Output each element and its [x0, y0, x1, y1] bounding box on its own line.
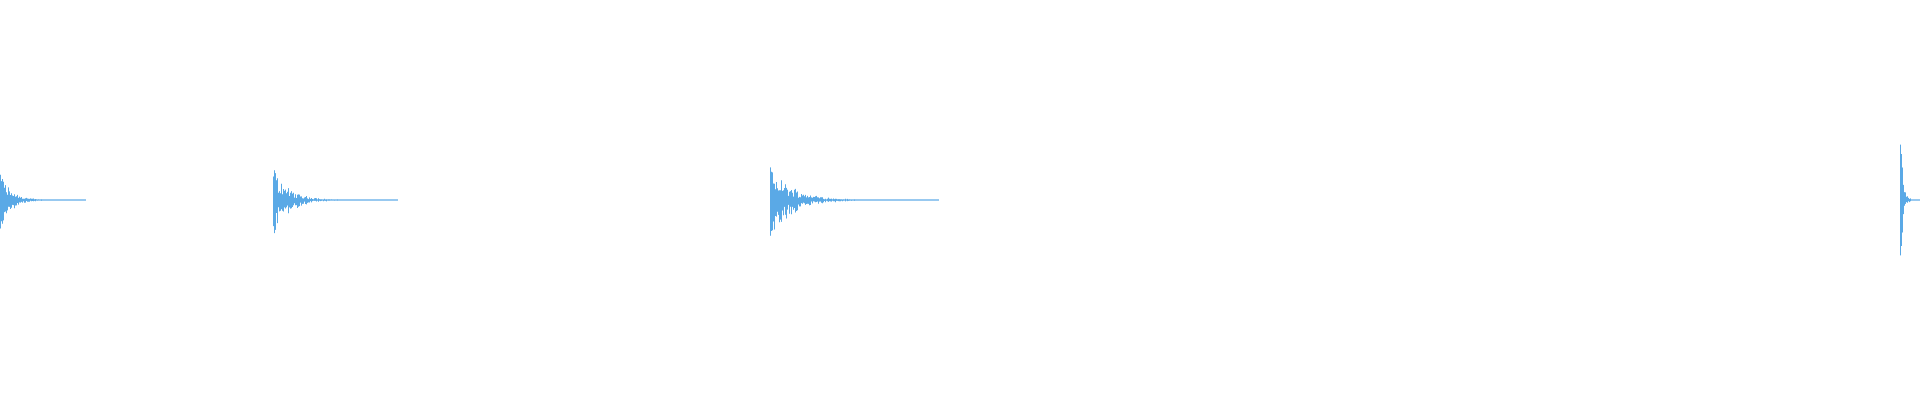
waveform-event-3	[770, 167, 939, 236]
waveform-transient	[0, 174, 86, 229]
waveform-group	[0, 144, 1920, 256]
waveform-event-1	[0, 174, 86, 229]
waveform-transient	[273, 170, 398, 234]
waveform-transient	[770, 167, 939, 236]
waveform-transient	[1900, 144, 1920, 256]
waveform-event-4	[1900, 144, 1920, 256]
waveform-event-2	[273, 170, 398, 234]
